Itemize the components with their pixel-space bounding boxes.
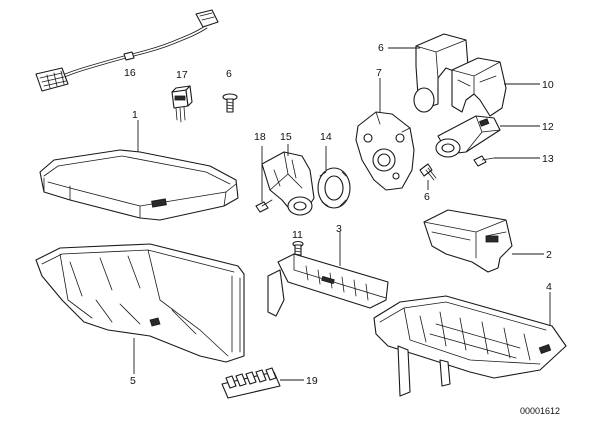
callout-2: 2 — [546, 249, 552, 261]
callout-12: 12 — [542, 121, 554, 133]
callout-6-top-right: 6 — [378, 42, 384, 54]
part-12-plug[interactable] — [435, 115, 540, 158]
callout-18: 18 — [254, 131, 266, 143]
part-6-screw-middle[interactable] — [419, 163, 437, 190]
part-6-screw-top[interactable] — [222, 93, 238, 113]
callout-16: 16 — [124, 67, 136, 79]
part-13-screw[interactable] — [473, 155, 540, 167]
drawing-number: 00001612 — [520, 406, 560, 416]
callout-17: 17 — [176, 69, 188, 81]
callout-14: 14 — [320, 131, 332, 143]
part-4-fuse-box-base[interactable] — [373, 292, 567, 397]
part-17-relay[interactable] — [171, 85, 193, 123]
callout-4: 4 — [546, 281, 552, 293]
callout-15: 15 — [280, 131, 292, 143]
part-5-lower-housing[interactable] — [35, 243, 245, 374]
part-15-socket-housing[interactable] — [261, 144, 315, 216]
callout-7: 7 — [376, 67, 382, 79]
part-18-screw[interactable] — [255, 146, 273, 213]
part-6-bracket[interactable] — [388, 33, 469, 113]
callout-13: 13 — [542, 153, 554, 165]
callout-1: 1 — [132, 109, 138, 121]
callout-10: 10 — [542, 79, 554, 91]
part-3-terminal-strip[interactable] — [267, 232, 389, 317]
callout-6-top-left: 6 — [226, 68, 232, 80]
part-1-cover[interactable] — [39, 120, 239, 221]
callout-3: 3 — [336, 223, 342, 235]
part-7-mounting-plate[interactable] — [355, 78, 415, 191]
part-2-relay-carrier[interactable] — [423, 209, 544, 273]
part-14-ring[interactable] — [317, 146, 351, 209]
callout-6-middle: 6 — [424, 191, 430, 203]
callout-11: 11 — [292, 229, 303, 241]
callout-19: 19 — [306, 375, 318, 387]
part-10-cover-sleeve[interactable] — [451, 57, 540, 117]
part-19-connector-strip[interactable] — [221, 367, 304, 399]
callout-5: 5 — [130, 375, 136, 387]
part-16-wiring-harness[interactable] — [35, 9, 219, 92]
